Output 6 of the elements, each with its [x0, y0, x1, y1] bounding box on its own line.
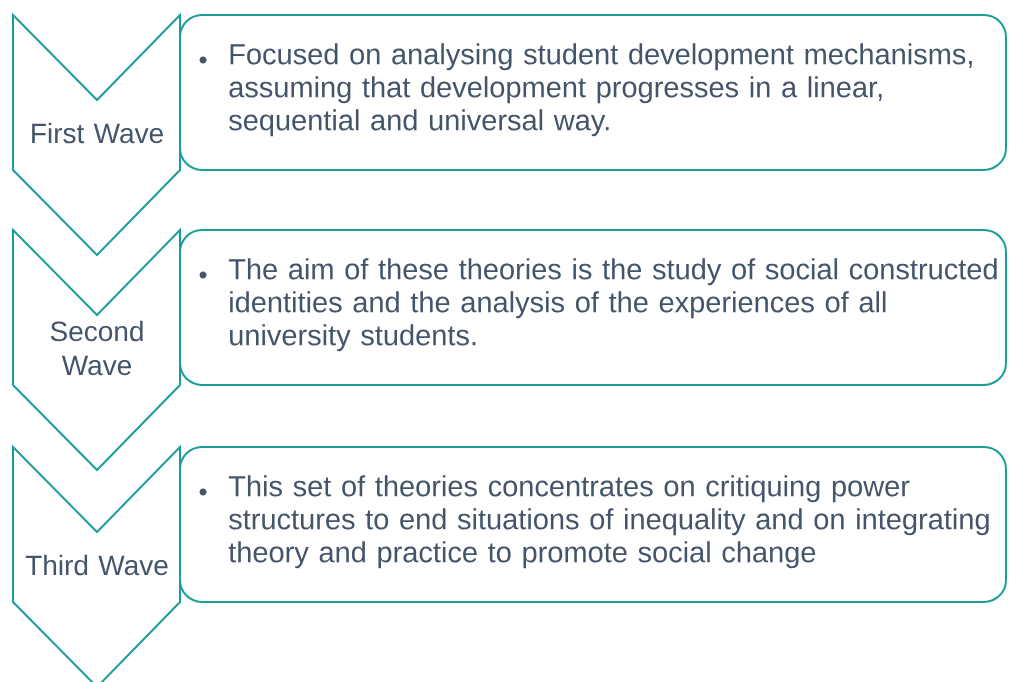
chevron-step: Second Wave: [12, 227, 181, 472]
text-box: The aim of these theories is the study of social constructed identities and the analysis of the experiences of all university students.: [179, 229, 1007, 386]
chevron-step: First Wave: [12, 12, 181, 257]
text-box: Focused on analysing student development mechanisms, assuming that development progresses in a linear, sequential and universal way.: [179, 14, 1007, 171]
chevron-step: Third Wave: [12, 444, 181, 682]
text-box: This set of theories concentrates on critiquing power structures to end situations of inequality and on integrating theory and practice to promote social change: [179, 446, 1007, 603]
